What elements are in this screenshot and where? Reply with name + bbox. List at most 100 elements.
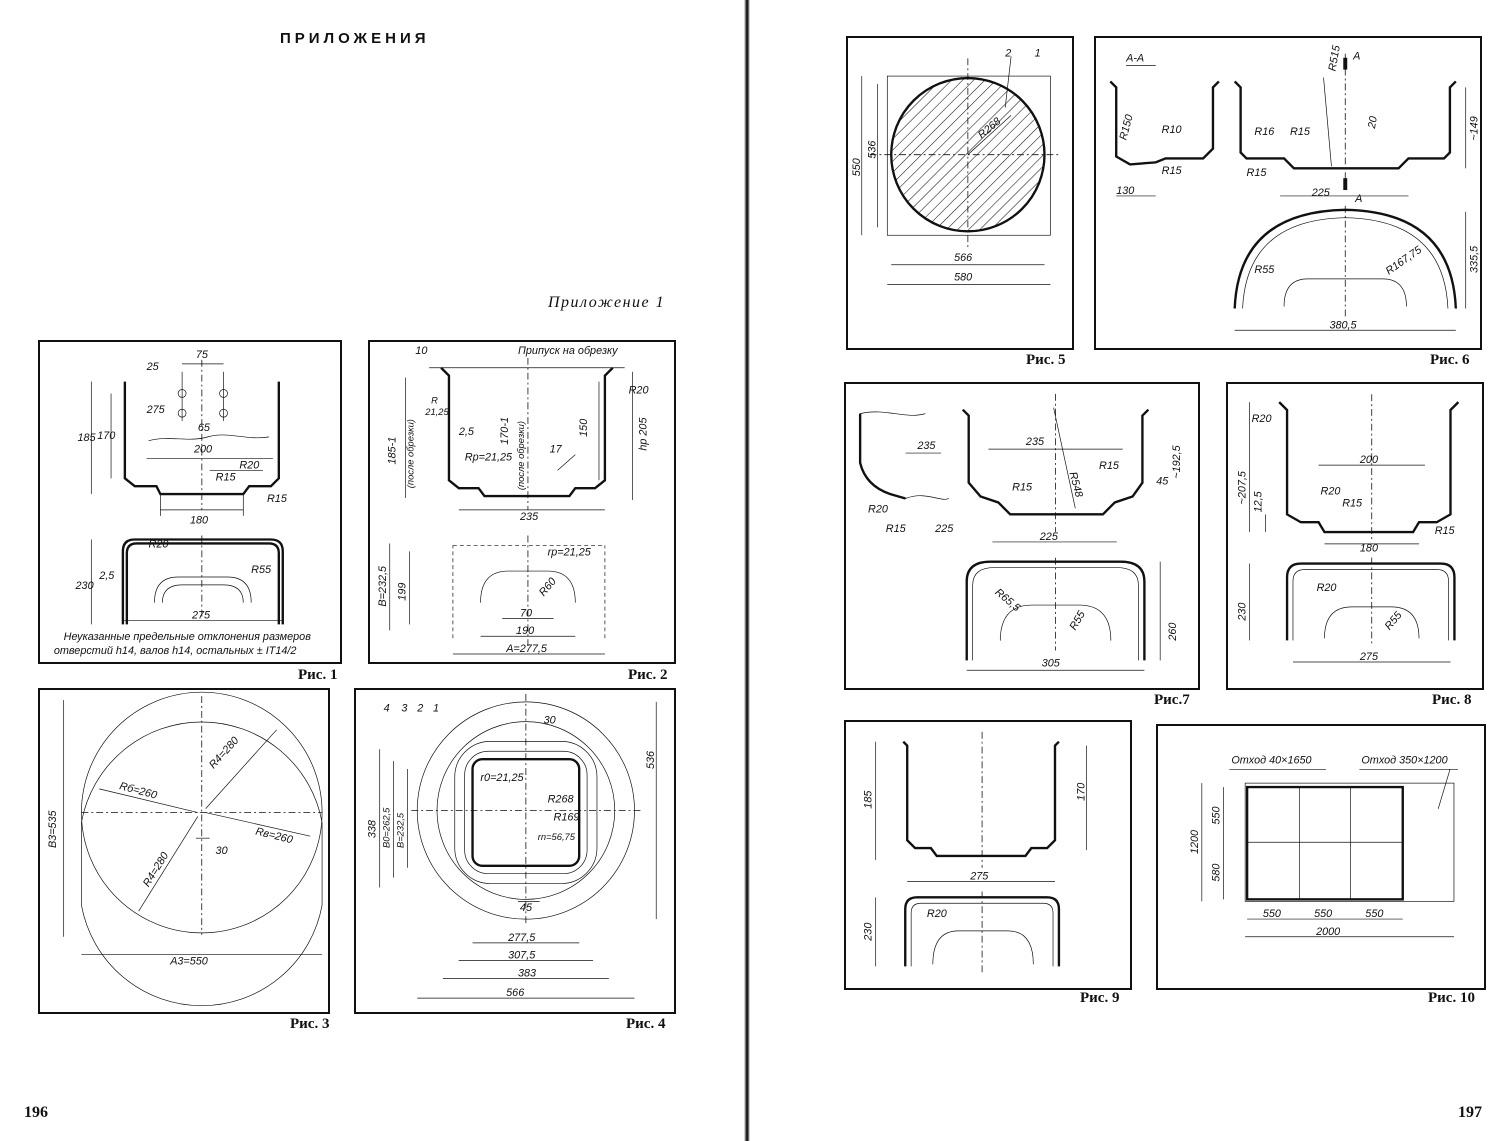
fig1-dim: 275 <box>146 404 166 416</box>
fig9-caption: Рис. 9 <box>1080 990 1120 1006</box>
fig1-dim: 180 <box>190 515 208 527</box>
fig10-dim: 1200 <box>1189 830 1201 854</box>
fig4-dim: B=232,5 <box>395 812 405 848</box>
fig6-dim: R15 <box>1162 165 1183 177</box>
fig7-dim: 305 <box>1042 657 1061 669</box>
fig2-dim: (после обрезки) <box>516 421 526 490</box>
fig6-section-aa <box>1109 65 1220 197</box>
fig1-dim: 170 <box>97 430 115 442</box>
fig7-dim: R15 <box>1099 460 1120 472</box>
fig4-dim: R169 <box>554 811 580 823</box>
fig9-dim: 170 <box>1076 783 1088 801</box>
fig4-caption: Рис. 4 <box>626 1016 666 1032</box>
fig4-dim: 3 <box>401 703 407 715</box>
fig4-dim: 536 <box>645 750 657 769</box>
fig1-dim: 2,5 <box>98 570 115 582</box>
fig7-dim: 225 <box>1039 531 1059 543</box>
fig10-dim: Отход 350×1200 <box>1361 754 1447 766</box>
fig2-dim: Припуск на обрезку <box>518 345 618 357</box>
fig2-dim: 199 <box>397 583 409 601</box>
fig1-dim: 275 <box>191 609 211 621</box>
fig6-dim: R515 <box>1327 44 1343 73</box>
page-heading: ПРИЛОЖЕНИЯ <box>280 30 430 47</box>
fig2-dim: 170-1 <box>499 417 511 445</box>
fig2-dim: 17 <box>550 444 563 456</box>
fig9-dim: 275 <box>969 871 989 883</box>
fig2-dim: 150 <box>578 419 590 437</box>
fig7-dim: R20 <box>868 503 888 515</box>
page-number-left: 196 <box>24 1104 48 1121</box>
fig9-plan-view <box>875 891 1061 973</box>
fig6-dim: R15 <box>1247 167 1268 179</box>
fig10-cutting-layout <box>1201 768 1458 938</box>
fig4-dim: 30 <box>544 715 556 727</box>
fig10-dim: 550 <box>1263 908 1281 920</box>
fig7-corner-detail <box>858 411 950 500</box>
fig10-caption: Рис. 10 <box>1428 990 1475 1006</box>
fig6-dim: 130 <box>1116 185 1134 197</box>
figure-4: 4 3 2 1 30 536 r0=21,25 338 B0=262,5 B=2… <box>354 688 676 1014</box>
fig1-dim: 65 <box>198 422 211 434</box>
fig5-dim: 580 <box>954 271 972 283</box>
fig7-sink-section <box>961 393 1150 543</box>
fig1-dim: R15 <box>267 493 288 505</box>
fig6-dim: R167,75 <box>1384 243 1425 277</box>
fig3-dim: 30 <box>216 845 228 857</box>
fig2-dim: 70 <box>520 607 532 619</box>
fig7-dim: 260 <box>1167 623 1179 642</box>
fig6-sink-section <box>1233 53 1467 197</box>
fig3-circle-blank <box>63 691 323 1006</box>
fig8-dim: 12,5 <box>1252 490 1264 512</box>
figure-10: Отход 40×1650 Отход 350×1200 1200 550 58… <box>1156 724 1486 990</box>
fig2-sink-section <box>405 357 633 511</box>
fig5-caption: Рис. 5 <box>1026 352 1066 368</box>
fig6-plan-view <box>1233 205 1467 331</box>
fig6-dim: A-A <box>1125 53 1144 65</box>
fig10-dim: 550 <box>1365 908 1383 920</box>
fig4-dim: B0=262,5 <box>382 807 392 848</box>
fig6-dim: A <box>1354 193 1362 205</box>
page-number-right: 197 <box>1458 1104 1482 1121</box>
fig9-sink-section <box>875 731 1087 882</box>
fig2-dim: 21,25 <box>424 407 449 417</box>
fig7-dim: 235 <box>1025 436 1045 448</box>
fig1-dim: 75 <box>196 349 209 361</box>
fig2-dim: hp 205 <box>637 417 649 451</box>
fig4-dim: 277,5 <box>507 932 536 944</box>
fig4-dim: rn=56,75 <box>538 832 576 842</box>
fig2-dim: 235 <box>519 511 539 523</box>
fig6-dim: R16 <box>1254 126 1275 138</box>
fig9-dim: 185 <box>863 790 875 809</box>
fig1-sink-plan-view <box>90 535 284 625</box>
fig8-dim: 200 <box>1359 454 1378 466</box>
fig1-caption: Рис. 1 <box>298 667 338 683</box>
fig8-plan-view <box>1249 557 1456 663</box>
fig10-dim: Отход 40×1650 <box>1231 754 1311 766</box>
fig1-dim: 25 <box>146 361 160 373</box>
fig5-dim: 566 <box>954 252 972 264</box>
fig8-dim: ~207,5 <box>1237 470 1249 504</box>
fig2-dim: R20 <box>629 384 649 396</box>
fig2-dim: B=232,5 <box>377 565 389 607</box>
fig6-dim: 335,5 <box>1469 245 1481 273</box>
fig1-dim: R20 <box>149 538 169 550</box>
fig8-dim: 275 <box>1359 651 1379 663</box>
fig7-dim: ~192,5 <box>1171 444 1183 478</box>
fig7-dim: 235 <box>916 440 936 452</box>
fig4-dim: 383 <box>518 967 536 979</box>
fig10-dim: 550 <box>1314 908 1332 920</box>
fig6-dim: ~149 <box>1469 116 1481 140</box>
fig1-dim: 185 <box>78 432 97 444</box>
fig8-dim: R20 <box>1252 413 1272 425</box>
fig4-dim: 307,5 <box>508 950 536 962</box>
fig3-dim: A3=550 <box>169 955 208 967</box>
fig5-hatched-blank <box>861 56 1059 285</box>
appendix-label: Приложение 1 <box>548 294 666 311</box>
fig2-dim: A=277,5 <box>505 643 548 655</box>
fig7-caption: Рис.7 <box>1154 692 1190 708</box>
fig7-plan-view <box>965 557 1161 671</box>
fig1-note-line2: отверстий h14, валов h14, остальных ± IT… <box>54 645 297 657</box>
fig4-dim: r0=21,25 <box>480 772 524 784</box>
fig5-dim: 1 <box>1035 47 1041 59</box>
fig2-caption: Рис. 2 <box>628 667 668 683</box>
